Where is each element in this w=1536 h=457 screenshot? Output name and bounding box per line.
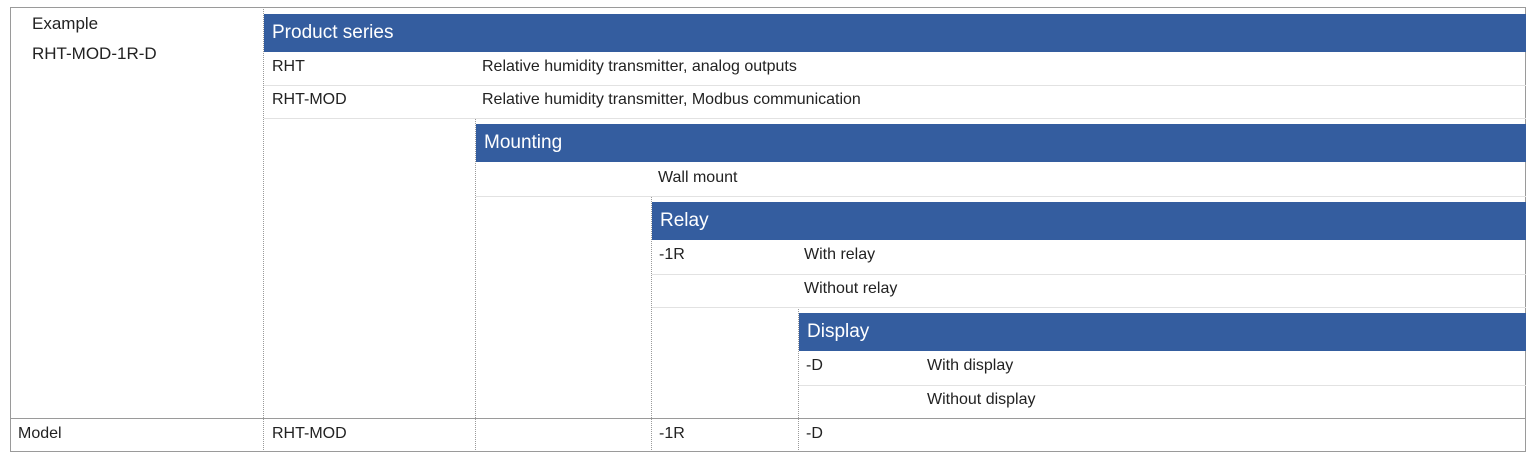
relay-row-code: -1R — [659, 246, 685, 263]
row-divider — [264, 85, 1526, 86]
model-relay-value: -1R — [659, 425, 685, 442]
display-row-code: -D — [806, 357, 823, 374]
relay-row-description: With relay — [804, 246, 876, 263]
series-row-code: RHT-MOD — [272, 91, 347, 108]
model-series-value: RHT-MOD — [272, 425, 347, 442]
mounting-title: Mounting — [484, 132, 563, 153]
relay-header: Relay — [652, 202, 1526, 240]
column-divider-series — [263, 7, 264, 452]
series-row-description: Relative humidity transmitter, analog ou… — [482, 58, 797, 75]
row-divider — [264, 118, 1526, 119]
example-code: RHT-MOD-1R-D — [32, 44, 157, 63]
product-series-header: Product series — [264, 14, 1526, 52]
relay-title: Relay — [660, 210, 709, 231]
model-label: Model — [18, 425, 62, 442]
product-series-title: Product series — [272, 22, 394, 43]
mounting-header: Mounting — [476, 124, 1526, 162]
mounting-row-description: Wall mount — [658, 169, 738, 186]
row-divider — [652, 274, 1526, 275]
series-row-code: RHT — [272, 58, 305, 75]
relay-row-description: Without relay — [804, 280, 898, 297]
display-row-description: With display — [927, 357, 1014, 374]
series-row-description: Relative humidity transmitter, Modbus co… — [482, 91, 861, 108]
column-divider-display — [798, 307, 799, 452]
row-divider — [476, 196, 1526, 197]
model-row-divider — [10, 418, 1526, 419]
display-header: Display — [799, 313, 1526, 351]
row-divider — [799, 385, 1526, 386]
model-display-value: -D — [806, 425, 823, 442]
column-divider-mounting — [475, 119, 476, 452]
column-divider-relay — [651, 197, 652, 452]
display-title: Display — [807, 321, 870, 342]
display-row-description: Without display — [927, 391, 1036, 408]
row-divider — [652, 307, 1526, 308]
example-label: Example — [32, 14, 99, 33]
